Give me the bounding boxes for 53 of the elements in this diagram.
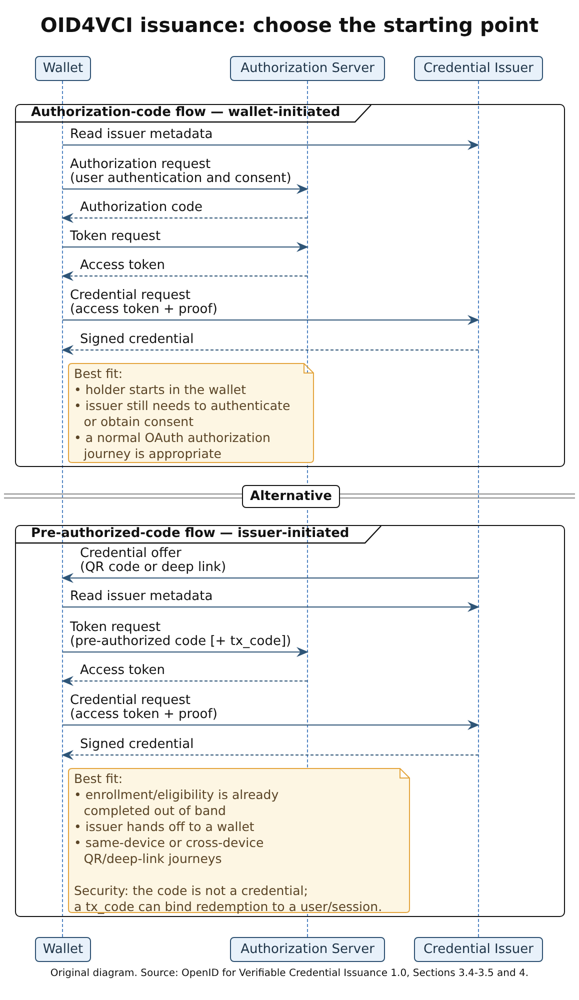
diagram-title: OID4VCI issuance: choose the starting point: [39, 13, 540, 37]
group-frame: [15, 525, 565, 917]
message-arrow: [62, 647, 308, 657]
message-arrow: [62, 573, 479, 583]
message-label: Credential request (access token + proof): [70, 694, 218, 722]
return-arrow: [62, 271, 308, 281]
participant-box: Authorization Server: [230, 937, 385, 962]
note-text: Security: the code is not a credential;: [74, 883, 308, 899]
return-arrow: [62, 345, 479, 355]
note-text: • enrollment/eligibility is already completed out of band: [74, 787, 279, 819]
group-frame: [15, 104, 565, 467]
message-label: Token request: [70, 230, 161, 244]
source-caption: Original diagram. Source: OpenID for Verifiable Credential Issuance 1.0, Sections 3.4-3.5 and 4.: [49, 968, 530, 979]
note-text: • issuer still needs to authenticate or obtain consent: [74, 398, 290, 430]
note-text: • issuer hands off to a wallet: [74, 819, 254, 835]
message-label: Authorization request (user authentication and consent): [70, 158, 292, 186]
message-arrow: [62, 720, 480, 730]
participant-box: Authorization Server: [230, 56, 385, 81]
message-arrow: [62, 242, 308, 252]
participant-box: Wallet: [35, 937, 91, 962]
message-arrow: [62, 140, 480, 150]
note: [68, 768, 410, 913]
message-label: Token request (pre-authorized code [+ tx_code]): [70, 621, 292, 649]
message-label: Credential offer (QR code or deep link): [80, 547, 226, 575]
note-text: • same-device or cross-device QR/deep-link journeys: [74, 835, 264, 867]
message-arrow: [62, 602, 480, 612]
return-arrow: [62, 213, 308, 223]
lifeline: [62, 81, 63, 937]
message-label: Signed credential: [80, 333, 194, 347]
note-text: • holder starts in the wallet: [74, 382, 246, 398]
section-divider-label: Alternative: [242, 485, 340, 508]
message-arrow: [62, 315, 480, 325]
message-label: Read issuer metadata: [70, 128, 213, 142]
message-label: Access token: [80, 259, 165, 273]
message-label: Read issuer metadata: [70, 590, 213, 604]
message-label: Access token: [80, 664, 165, 678]
message-label: Authorization code: [80, 201, 203, 215]
note: [68, 363, 314, 463]
note-text: Best fit:: [74, 771, 123, 787]
frame-heading: Pre-authorized-code flow — issuer-initiated: [31, 526, 350, 542]
return-arrow: [62, 750, 479, 760]
lifeline: [478, 81, 479, 937]
message-label: Signed credential: [80, 738, 194, 752]
message-arrow: [62, 184, 308, 194]
frame-heading: Authorization-code flow — wallet-initiated: [31, 105, 340, 121]
participant-box: Credential Issuer: [414, 56, 543, 81]
message-label: Credential request (access token + proof): [70, 289, 218, 317]
return-arrow: [62, 676, 308, 686]
note-text: a tx_code can bind redemption to a user/session.: [74, 899, 382, 915]
participant-box: Credential Issuer: [414, 937, 543, 962]
note-text: • a normal OAuth authorization journey is appropriate: [74, 430, 270, 462]
participant-box: Wallet: [35, 56, 91, 81]
note-text: Best fit:: [74, 366, 123, 382]
